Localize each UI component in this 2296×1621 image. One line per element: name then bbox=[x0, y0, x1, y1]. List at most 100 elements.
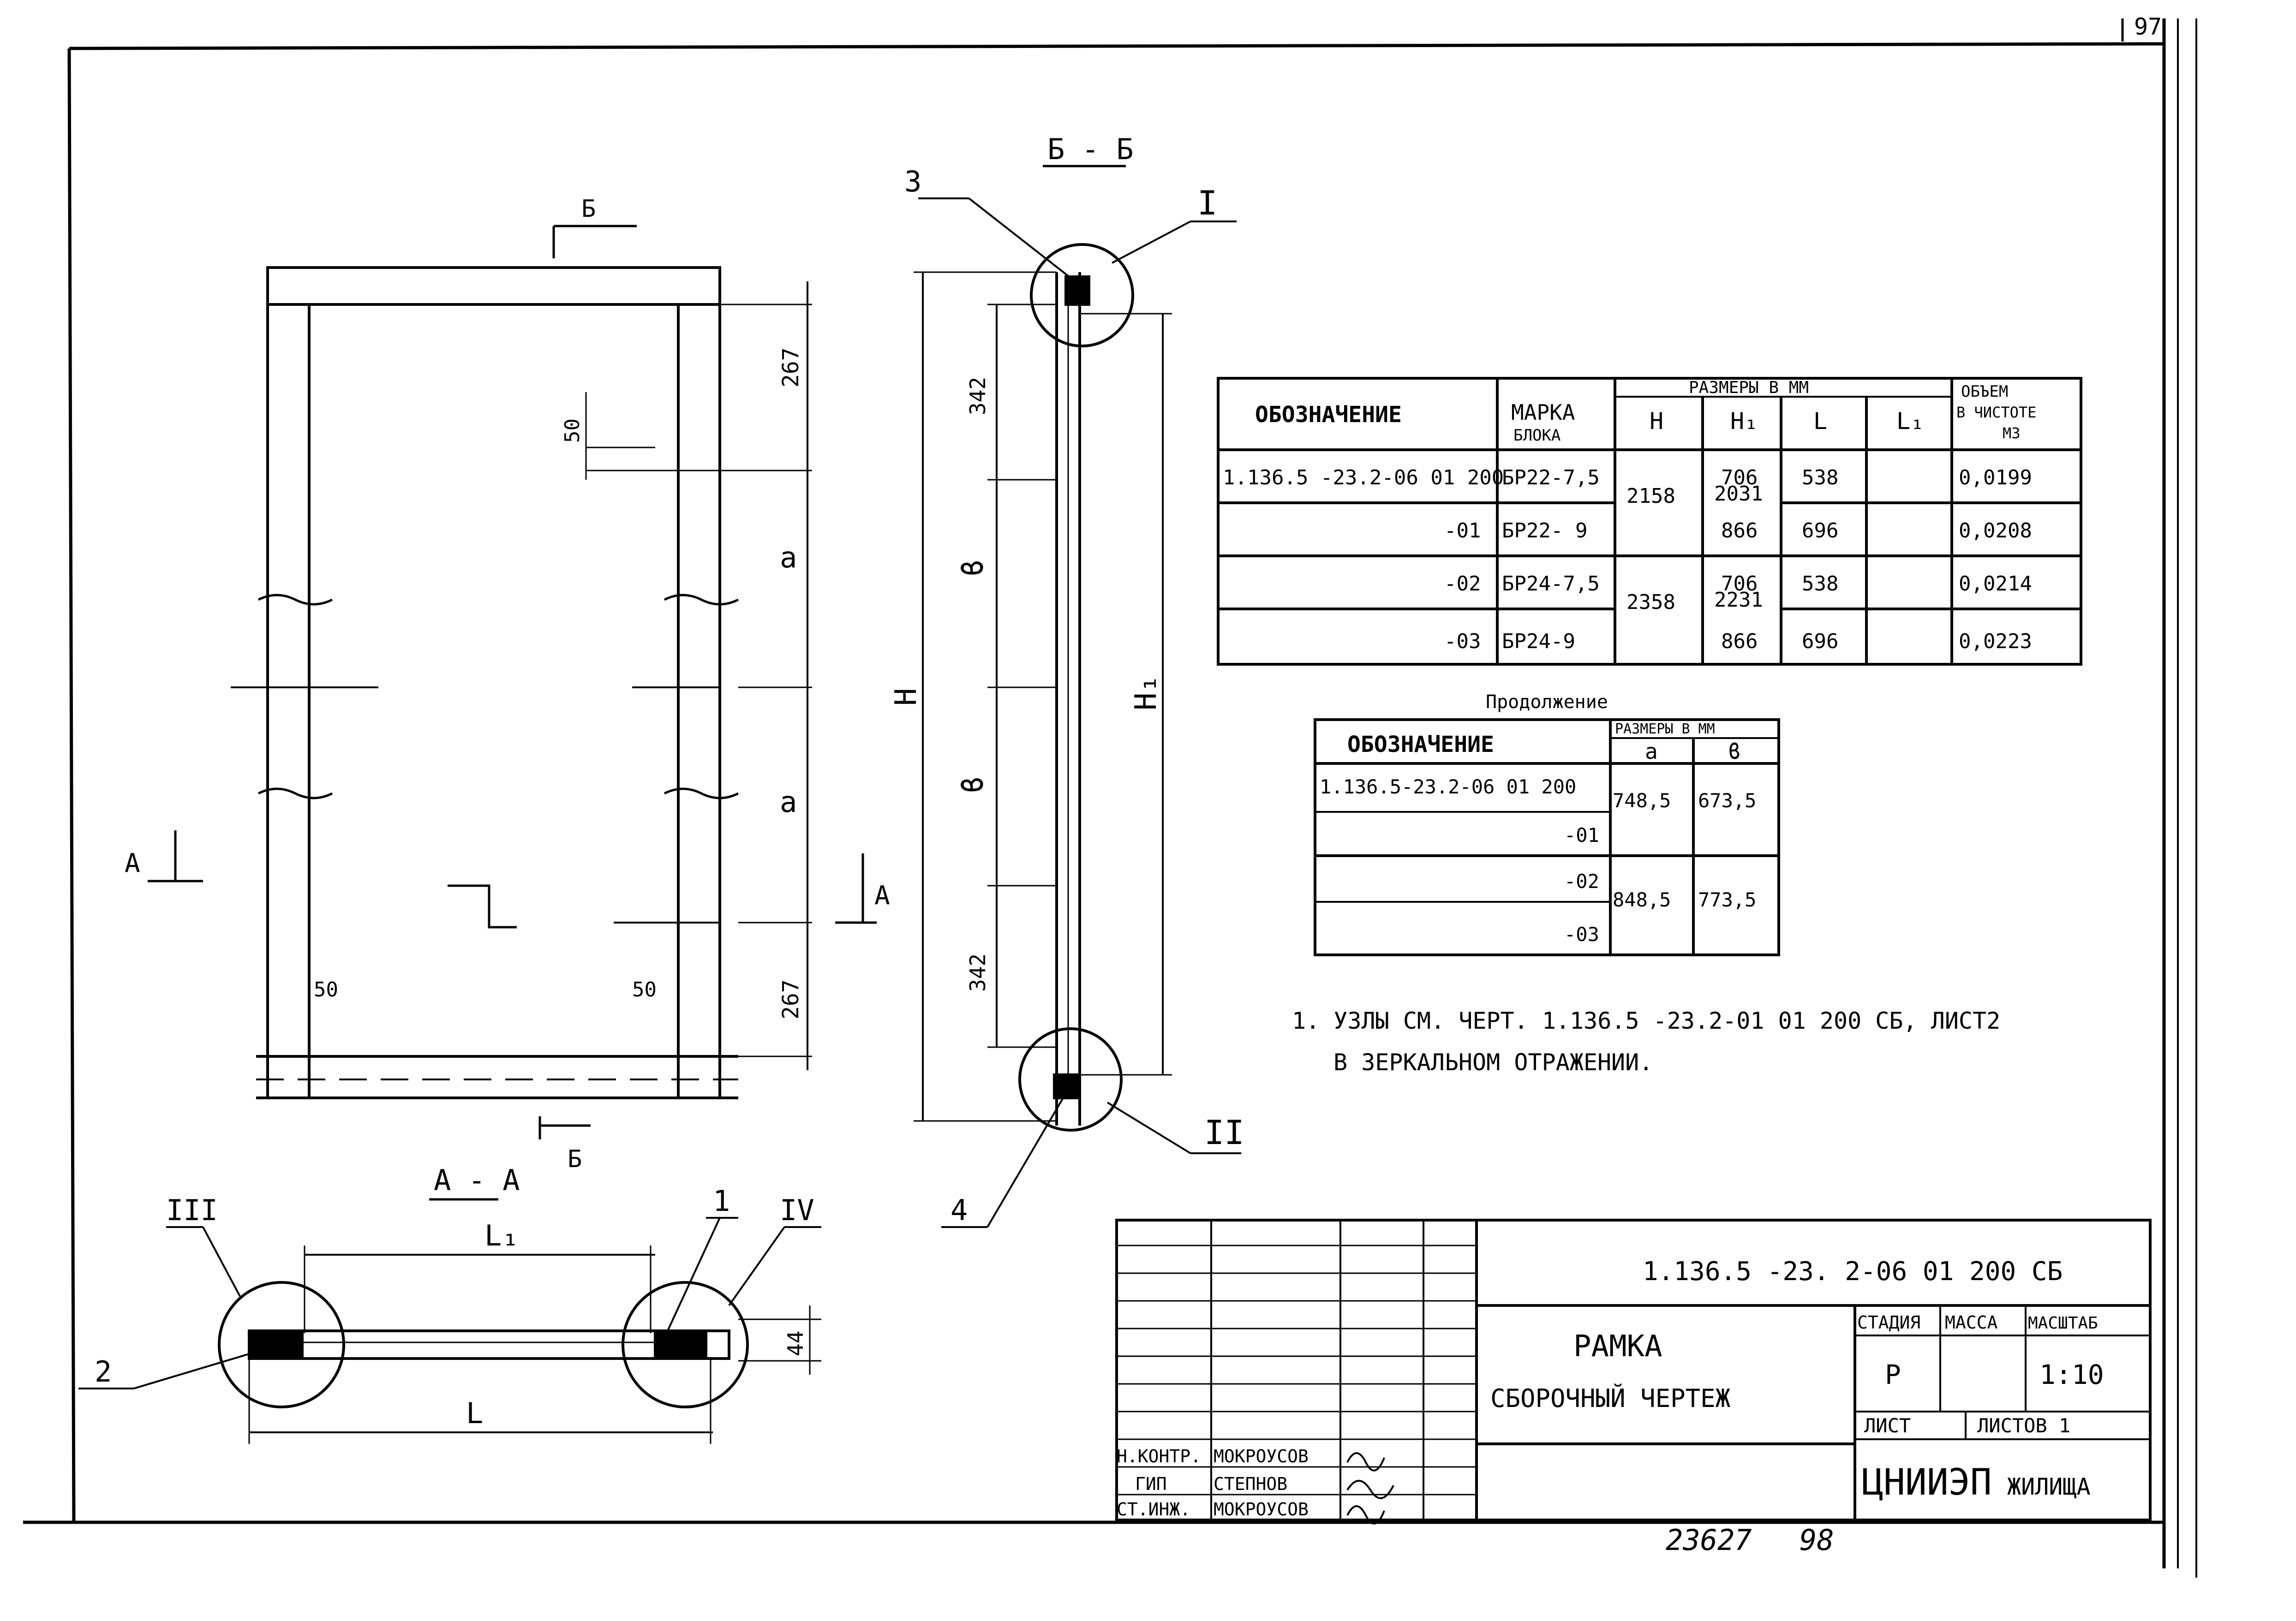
signatures bbox=[1346, 1452, 1394, 1525]
note-line-1: 1. УЗЛЫ СМ. ЧЕРТ. 1.136.5 -23.2-01 01 20… bbox=[1292, 1007, 2000, 1034]
dim-b-1: ϐ bbox=[956, 560, 990, 577]
cell-designation: -03 bbox=[1444, 630, 1481, 653]
th-a: a bbox=[1645, 739, 1658, 764]
section-mark-a-left: А bbox=[125, 848, 140, 878]
scale-label: МАСШТАБ bbox=[2028, 1314, 2098, 1333]
drawing-name: РАМКА bbox=[1573, 1329, 1662, 1364]
th-volume-2: В ЧИСТОТЕ bbox=[1956, 404, 2036, 421]
inventory-number: 23627 bbox=[1666, 1523, 1752, 1557]
th-L1: L₁ bbox=[1896, 408, 1924, 435]
cell-L: 866 bbox=[1721, 630, 1758, 653]
organization-name-2: ЖИЛИЩА bbox=[2007, 1473, 2091, 1500]
section-mark-b-bottom: Б bbox=[568, 1145, 582, 1173]
th-volume-1: ОБЪЕМ bbox=[1961, 382, 2008, 401]
th-sizes: РАЗМЕРЫ В ММ bbox=[1689, 378, 1809, 397]
drawing-code: 1.136.5 -23. 2-06 01 200 СБ bbox=[1643, 1257, 2063, 1287]
position-1: 1 bbox=[713, 1184, 730, 1218]
th-b: ϐ bbox=[1728, 739, 1741, 764]
cell-designation: -02 bbox=[1564, 870, 1599, 893]
continuation-title: Продолжение bbox=[1486, 691, 1608, 713]
note-line-2: В ЗЕРКАЛЬНОМ ОТРАЖЕНИИ. bbox=[1333, 1049, 1653, 1076]
position-2: 2 bbox=[95, 1355, 112, 1389]
dim-L1: L₁ bbox=[484, 1219, 519, 1252]
callout-II: II bbox=[1204, 1113, 1244, 1152]
cell-mark: БР22-7,5 bbox=[1502, 466, 1600, 489]
th-volume-3: М3 bbox=[2003, 424, 2021, 442]
dim-L: L bbox=[466, 1396, 483, 1430]
dim-a-2: a bbox=[780, 785, 797, 819]
callout-IV: IV bbox=[780, 1193, 814, 1227]
dimensions-table: ОБОЗНАЧЕНИЕ МАРКА БЛОКА РАЗМЕРЫ В ММ H H… bbox=[1217, 377, 2082, 666]
person-name: МОКРОУСОВ bbox=[1214, 1446, 1309, 1466]
cell-H1-merged: 2231 bbox=[1714, 588, 1763, 612]
continuation-table: Продолжение ОБОЗНАЧЕНИЕ РАЗМЕРЫ В ММ a ϐ… bbox=[1314, 691, 1780, 956]
role-label: Н.КОНТР. bbox=[1117, 1446, 1201, 1466]
role-label: ГИП bbox=[1135, 1474, 1167, 1494]
cell-designation: 1.136.5 -23.2-06 01 200 bbox=[1223, 466, 1504, 489]
section-aa-title: А - А bbox=[434, 1163, 520, 1197]
drawing-note: 1. УЗЛЫ СМ. ЧЕРТ. 1.136.5 -23.2-01 01 20… bbox=[1292, 1007, 2000, 1076]
th-designation: ОБОЗНАЧЕНИЕ bbox=[1347, 732, 1494, 757]
dim-a-1: a bbox=[780, 541, 797, 574]
cell-H-merged: 2358 bbox=[1626, 590, 1675, 614]
cell-L1: 538 bbox=[1802, 572, 1838, 596]
dim-left-50: 50 bbox=[314, 978, 338, 1001]
cell-designation: -01 bbox=[1444, 519, 1481, 542]
cell-volume: 0,0208 bbox=[1959, 519, 2032, 542]
cell-L: 706 bbox=[1721, 466, 1758, 489]
cell-b-merged: 773,5 bbox=[1698, 888, 1756, 911]
stage-label: СТАДИЯ bbox=[1857, 1312, 1920, 1333]
sheet-number: 97 bbox=[2134, 13, 2162, 40]
section-mark-b-top: Б bbox=[581, 195, 596, 223]
page-number: 98 bbox=[1800, 1523, 1834, 1557]
dim-342-top: 342 bbox=[965, 377, 990, 415]
scale-value: 1:10 bbox=[2039, 1359, 2104, 1390]
stage-value: Р bbox=[1885, 1359, 1901, 1390]
callout-III: III bbox=[166, 1193, 218, 1227]
th-mark-2: БЛОКА bbox=[1513, 426, 1561, 445]
cell-a-merged: 848,5 bbox=[1613, 888, 1671, 911]
person-name: СТЕПНОВ bbox=[1214, 1474, 1287, 1494]
cell-L1: 696 bbox=[1802, 630, 1838, 653]
dim-b-2: ϐ bbox=[956, 776, 990, 793]
position-3: 3 bbox=[904, 165, 921, 198]
cell-volume: 0,0199 bbox=[1959, 466, 2032, 489]
th-H1: H₁ bbox=[1730, 408, 1758, 435]
th-sizes: РАЗМЕРЫ В ММ bbox=[1615, 721, 1715, 737]
cell-L1: 696 bbox=[1802, 519, 1838, 542]
cell-mark: БР24-7,5 bbox=[1502, 572, 1600, 596]
organization-name: ЦНИИЭП bbox=[1862, 1462, 1992, 1503]
callout-I: I bbox=[1197, 184, 1217, 222]
cell-L: 866 bbox=[1721, 519, 1758, 542]
th-designation: ОБОЗНАЧЕНИЕ bbox=[1255, 402, 1402, 428]
cell-L: 706 bbox=[1721, 572, 1758, 596]
dim-right-50: 50 bbox=[632, 978, 657, 1001]
dim-342-bottom: 342 bbox=[965, 954, 990, 992]
title-block: 1.136.5 -23. 2-06 01 200 СБ РАМКА СБОРОЧ… bbox=[1115, 1219, 2152, 1525]
section-aa-view: А - А III IV bbox=[78, 1163, 821, 1444]
th-L: L bbox=[1813, 408, 1827, 435]
cell-designation: -02 bbox=[1444, 572, 1481, 596]
mass-label: МАССА bbox=[1945, 1312, 1998, 1333]
cell-designation: -01 bbox=[1564, 824, 1599, 846]
dim-H: H bbox=[889, 688, 923, 706]
dim-gap-50: 50 bbox=[561, 418, 584, 443]
cell-mark: БР24-9 bbox=[1502, 630, 1575, 653]
position-4: 4 bbox=[951, 1193, 968, 1227]
cell-designation: -03 bbox=[1564, 923, 1599, 946]
section-mark-a-right: А bbox=[874, 881, 890, 911]
th-H: H bbox=[1650, 408, 1663, 435]
cell-L1: 538 bbox=[1802, 466, 1838, 489]
sheets-label: ЛИСТОВ 1 bbox=[1977, 1414, 2070, 1437]
section-bb-title: Б - Б bbox=[1047, 132, 1134, 166]
sheet-frame bbox=[23, 18, 2197, 1578]
cell-designation: 1.136.5-23.2-06 01 200 bbox=[1320, 775, 1576, 798]
cell-volume: 0,0223 bbox=[1959, 630, 2032, 653]
cell-volume: 0,0214 bbox=[1959, 572, 2032, 596]
dim-top-267: 267 bbox=[778, 347, 804, 387]
cell-H-merged: 2158 bbox=[1626, 484, 1675, 508]
sheet-label: ЛИСТ bbox=[1864, 1414, 1911, 1437]
cell-H1-merged: 2031 bbox=[1714, 482, 1763, 506]
cell-mark: БР22- 9 bbox=[1502, 519, 1587, 542]
